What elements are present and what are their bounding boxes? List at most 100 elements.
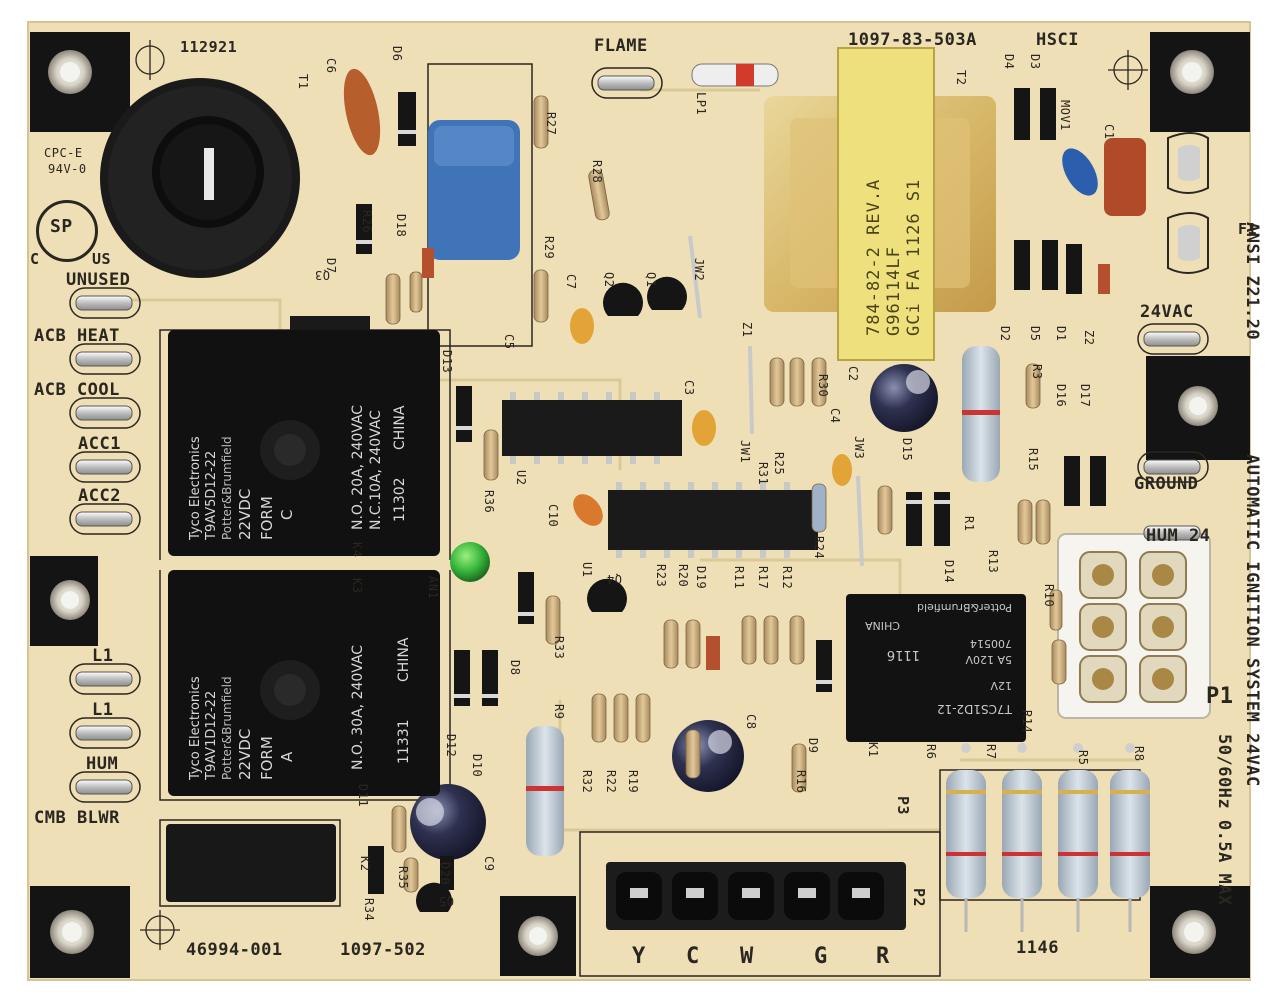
terminal-label-hum-24: HUM 24 [1146, 526, 1211, 546]
ansi-label: ANSI Z21.20 [1242, 222, 1262, 341]
terminal-label-acb-heat: ACB HEAT [34, 326, 120, 346]
refdes-t1: T1 [296, 74, 310, 90]
k1-coil: 12V [990, 679, 1012, 692]
refdes-k1: K1 [866, 742, 880, 758]
refdes-d14: D14 [942, 560, 956, 584]
refdes-d20: D20 [438, 862, 452, 886]
k3-rating: N.O. 30A, 240VAC [350, 644, 366, 770]
refdes-r13: R13 [986, 550, 1000, 574]
transformer-line-2: G96114LF [884, 246, 904, 336]
refdes-c6: C6 [324, 58, 338, 74]
refdes-r34: R34 [362, 898, 376, 922]
refdes-r24: R24 [812, 536, 826, 560]
terminal-label-unused: UNUSED [66, 270, 131, 290]
board-part-number: 1097-83-503A [848, 30, 977, 50]
cert-line-2: 94V-0 [48, 162, 87, 176]
refdes-r10: R10 [1042, 584, 1056, 608]
refdes-d8: D8 [508, 660, 522, 676]
refdes-d11: D11 [356, 784, 370, 808]
refdes-q1: Q1 [644, 272, 658, 288]
refdes-k3: K3 [350, 578, 364, 594]
k3-brand: Tyco Electronics [188, 676, 203, 780]
k1-origin: CHINA [865, 619, 900, 632]
top-code: 112921 [180, 38, 238, 56]
refdes-r23: R23 [654, 564, 668, 588]
p2-pin-y: Y [632, 944, 646, 969]
terminal-label-l1-a: L1 [92, 646, 114, 666]
refdes-c5: C5 [502, 334, 516, 350]
refdes-t2: T2 [954, 70, 968, 86]
p1-connector-body [1057, 533, 1211, 719]
k1-rating: 5A 120V [965, 653, 1012, 666]
k4-lot: 11302 [392, 477, 408, 522]
refdes-r8: R8 [1132, 746, 1146, 762]
refdes-d5: D5 [1028, 326, 1042, 342]
system-label: AUTOMATIC IGNITION SYSTEM 24VAC [1242, 454, 1262, 787]
flame-label: FLAME [594, 36, 648, 56]
refdes-jw2: JW2 [692, 258, 706, 282]
k4-brand: Tyco Electronics [188, 436, 203, 540]
refdes-r25: R25 [772, 452, 786, 476]
k4-origin: CHINA [392, 405, 408, 450]
refdes-k4: K4 [350, 542, 364, 558]
refdes-r29: R29 [542, 236, 556, 260]
refdes-r3: R3 [1030, 364, 1044, 380]
k3-sub-brand: Potter&Brumfield [220, 676, 234, 780]
refdes-r19: R19 [626, 770, 640, 794]
k3-coil: 22VDC [236, 728, 254, 780]
refdes-u1: U1 [580, 562, 594, 578]
refdes-lp1: LP1 [694, 92, 708, 116]
refdes-d12: D12 [444, 734, 458, 758]
refdes-c7: C7 [564, 274, 578, 290]
transformer-body [764, 47, 996, 361]
refdes-r30: R30 [816, 374, 830, 398]
k1-brand: Potter&Brumfield [917, 601, 1012, 614]
k4-form: FORM [258, 496, 276, 540]
refdes-mov1: MOV1 [1058, 100, 1072, 131]
refdes-d16: D16 [1054, 384, 1068, 408]
transformer-line-1: 784-82-2 REV.A [864, 178, 884, 336]
terminal-label-acc2: ACC2 [78, 486, 121, 506]
refdes-k2: K2 [358, 856, 372, 872]
right-spade-terminals [591, 67, 1209, 541]
csa-logo-text: SP [50, 216, 73, 237]
refdes-d9: D9 [806, 738, 820, 754]
refdes-r15: R15 [1026, 448, 1040, 472]
refdes-c4: C4 [828, 408, 842, 424]
refdes-d10: D10 [470, 754, 484, 778]
cert-line-1: CPC-E [44, 146, 83, 160]
k3-form: FORM [258, 736, 276, 780]
refdes-c3: C3 [682, 380, 696, 396]
refdes-r14: R14 [1020, 710, 1034, 734]
k1-model: T7CS1D2-12 [936, 702, 1012, 716]
refdes-z2: Z2 [1082, 330, 1096, 346]
refdes-r9: R9 [552, 704, 566, 720]
p1-label: P1 [1206, 684, 1234, 709]
transformer-line-3: GCi FA 1126 S1 [904, 178, 924, 336]
refdes-r11: R11 [732, 566, 746, 590]
refdes-r26: R26 [360, 210, 374, 234]
refdes-r16: R16 [794, 770, 808, 794]
refdes-r22: R22 [604, 770, 618, 794]
refdes-d17: D17 [1078, 384, 1092, 408]
terminal-label-l1-b: L1 [92, 700, 114, 720]
fuse-label: F1 [1238, 220, 1258, 238]
refdes-r28: R28 [590, 160, 604, 184]
refdes-an1: AN1 [426, 576, 440, 600]
refdes-r17: R17 [756, 566, 770, 590]
terminal-label-hum: HUM [86, 754, 119, 774]
p2-connector-body [606, 862, 906, 930]
flame-sensor-component [100, 78, 300, 278]
date-code: 1146 [1016, 938, 1059, 958]
refdes-r5: R5 [1076, 750, 1090, 766]
k1-lot: 1116 [886, 647, 920, 662]
k1-code: 700514 [970, 637, 1012, 650]
refdes-d2: D2 [998, 326, 1012, 342]
k4-rating-nc: N.C.10A, 240VAC [368, 410, 384, 530]
k4-model: T9AV5D12-22 [204, 450, 219, 540]
refdes-c8: C8 [744, 714, 758, 730]
refdes-d18: D18 [394, 214, 408, 238]
left-spade-terminals [69, 287, 141, 803]
